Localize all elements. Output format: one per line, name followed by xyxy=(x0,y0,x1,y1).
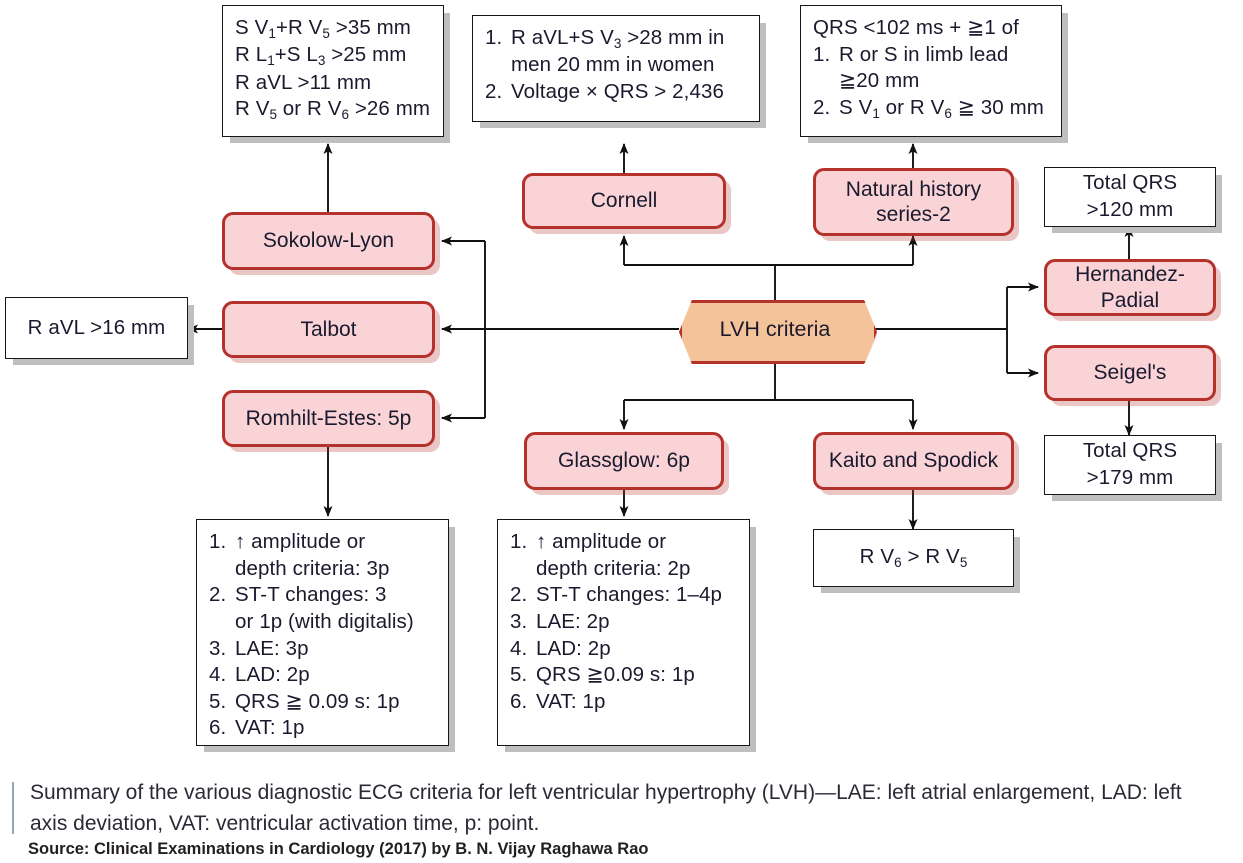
criteria-line: S V1+R V5 >35 mm xyxy=(235,16,411,41)
box-kaito-criteria: R V6 > R V5 xyxy=(813,529,1014,587)
node-label: Kaito and Spodick xyxy=(828,449,999,473)
caption-rule xyxy=(12,782,15,834)
box-glassglow-criteria: 1.↑ amplitude or depth criteria: 2p 2.ST… xyxy=(497,519,750,746)
node-romhilt-estes[interactable]: Romhilt-Estes: 5p xyxy=(222,390,435,447)
criteria-item: 3.LAE: 2p xyxy=(510,609,610,633)
node-hernandez-padial[interactable]: Hernandez- Padial xyxy=(1044,259,1216,316)
box-total-qrs-179: Total QRS >179 mm xyxy=(1044,435,1216,495)
node-label: Talbot xyxy=(300,317,357,341)
criteria-item: 2.ST-T changes: 1–4p xyxy=(510,583,723,607)
criteria-item: 1.↑ amplitude or xyxy=(510,530,667,553)
node-natural-history-series-2[interactable]: Natural history series-2 xyxy=(813,168,1014,236)
criteria-item: 4.LAD: 2p xyxy=(209,663,310,687)
criteria-item: ≧20 mm xyxy=(839,69,920,93)
criteria-item: 3.LAE: 3p xyxy=(209,636,309,660)
criteria-line: Total QRS >179 mm xyxy=(1082,439,1178,489)
box-natural-history-criteria: QRS <102 ms + ≧1 of 1.R or S in limb lea… xyxy=(800,5,1062,137)
criteria-item: 2.ST-T changes: 3 xyxy=(209,583,387,607)
node-label: Cornell xyxy=(590,189,658,213)
criteria-item: depth criteria: 2p xyxy=(536,556,691,580)
criteria-item: 1.↑ amplitude or xyxy=(209,530,366,553)
node-talbot[interactable]: Talbot xyxy=(222,301,435,358)
node-seigels[interactable]: Seigel's xyxy=(1044,345,1216,401)
criteria-item: 2.Voltage × QRS > 2,436 xyxy=(485,80,724,103)
box-total-qrs-120: Total QRS >120 mm xyxy=(1044,167,1216,227)
criteria-item: 1.R or S in limb lead xyxy=(813,42,1009,66)
criteria-item: 1.R aVL+S V3 >28 mm in xyxy=(485,26,725,51)
criteria-line: R L1+S L3 >25 mm xyxy=(235,43,407,69)
hexagon-shape xyxy=(679,300,877,364)
criteria-line: R aVL >11 mm xyxy=(235,70,372,94)
criteria-line: R V6 > R V5 xyxy=(859,545,968,571)
node-lvh-criteria[interactable]: LVH criteria xyxy=(679,300,877,364)
node-label: Hernandez- Padial xyxy=(1075,263,1185,312)
criteria-item: 5.QRS ≧ 0.09 s: 1p xyxy=(209,689,400,713)
criteria-item: 6.VAT: 1p xyxy=(209,716,305,740)
node-label: Seigel's xyxy=(1093,361,1167,385)
caption-source: Source: Clinical Examinations in Cardiol… xyxy=(28,840,649,858)
box-romhilt-estes-criteria: 1.↑ amplitude or depth criteria: 3p 2.ST… xyxy=(196,519,449,746)
criteria-item: depth criteria: 3p xyxy=(235,556,390,580)
node-kaito-and-spodick[interactable]: Kaito and Spodick xyxy=(813,432,1014,490)
criteria-item: or 1p (with digitalis) xyxy=(235,609,414,633)
node-label: Sokolow-Lyon xyxy=(262,229,395,253)
box-talbot-criteria: R aVL >16 mm xyxy=(5,297,188,359)
criteria-item: 2.S V1 or R V6 ≧ 30 mm xyxy=(813,95,1044,121)
node-cornell[interactable]: Cornell xyxy=(522,173,726,229)
node-label: Natural history series-2 xyxy=(845,177,982,226)
criteria-item: 6.VAT: 1p xyxy=(510,689,606,713)
box-sokolow-criteria: S V1+R V5 >35 mm R L1+S L3 >25 mm R aVL … xyxy=(222,5,444,137)
criteria-line: Total QRS >120 mm xyxy=(1082,171,1178,221)
node-label: Romhilt-Estes: 5p xyxy=(245,406,412,430)
criteria-line: R V5 or R V6 >26 mm xyxy=(235,97,431,123)
caption-text: Summary of the various diagnostic ECG cr… xyxy=(30,781,1182,835)
box-cornell-criteria: 1.R aVL+S V3 >28 mm in men 20 mm in wome… xyxy=(472,15,760,122)
node-label: LVH criteria xyxy=(719,316,831,341)
node-label: Glassglow: 6p xyxy=(558,449,690,473)
node-glassglow[interactable]: Glassglow: 6p xyxy=(524,432,724,490)
criteria-item: 5.QRS ≧0.09 s: 1p xyxy=(510,663,695,687)
criteria-item: 4.LAD: 2p xyxy=(510,636,611,660)
node-sokolow-lyon[interactable]: Sokolow-Lyon xyxy=(222,212,435,270)
criteria-item: men 20 mm in women xyxy=(511,53,715,77)
criteria-line: QRS <102 ms + ≧1 of xyxy=(813,16,1019,39)
criteria-line: R aVL >16 mm xyxy=(27,315,166,339)
